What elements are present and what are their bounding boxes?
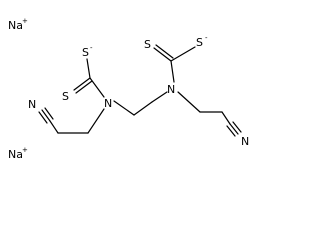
bond-nitrile-b: [44, 107, 54, 120]
bond-n-ch2: [87, 108, 105, 134]
thione-sulfur-label: S: [144, 38, 151, 51]
right-dithiocarbamate: S S -: [144, 34, 208, 83]
structure-diagram: Na + Na + S - S N N N S S -: [8, 17, 249, 161]
sodium-symbol: Na: [8, 148, 23, 161]
bond-c-n: [89, 77, 105, 98]
sodium-charge: +: [22, 146, 28, 154]
bond-c-s-thione-b: [155, 44, 174, 59]
right-nitrile-nitrogen-label: N: [241, 135, 249, 148]
bond-c-s-thione-b: [75, 80, 93, 94]
thiolate-sulfur-charge: -: [205, 34, 208, 42]
right-amine-nitrogen-label: N: [167, 83, 175, 96]
sodium-ion-bottom: Na +: [8, 146, 28, 161]
sodium-symbol: Na: [8, 19, 23, 32]
bond-c-s-thione-a: [73, 77, 91, 91]
thiolate-sulfur-label: S: [82, 46, 89, 59]
bond-nitrile-c: [226, 125, 236, 137]
bond-ch2-n-bridge: [151, 91, 168, 103]
bond-c-s-thiolate: [86, 58, 91, 79]
bond-n-c: [170, 60, 175, 83]
bond-ch2-cn: [221, 111, 231, 125]
sodium-charge: +: [22, 17, 28, 25]
bond-c-s-thiolate: [170, 46, 196, 62]
sodium-ion-top: Na +: [8, 17, 28, 32]
bond-nitrile-b: [232, 121, 242, 133]
bond-ch2-cn: [49, 120, 59, 134]
bond-c-s-thione-a: [153, 47, 172, 62]
thione-sulfur-label: S: [62, 90, 69, 103]
left-dithiocarbamate: S - S: [62, 44, 105, 103]
bond-n-ch2: [177, 91, 201, 113]
bond-bridge-ch2-ch2: [133, 101, 153, 116]
bond-nitrile-c: [38, 111, 48, 124]
bond-nitrile-a: [41, 109, 51, 122]
thiolate-sulfur-label: S: [196, 36, 203, 49]
bond-n-ch2-bridge: [113, 100, 135, 116]
bond-nitrile-a: [229, 123, 239, 135]
left-amine-nitrogen-label: N: [104, 97, 112, 110]
left-nitrile-nitrogen-label: N: [28, 98, 36, 111]
thiolate-sulfur-charge: -: [90, 44, 93, 52]
